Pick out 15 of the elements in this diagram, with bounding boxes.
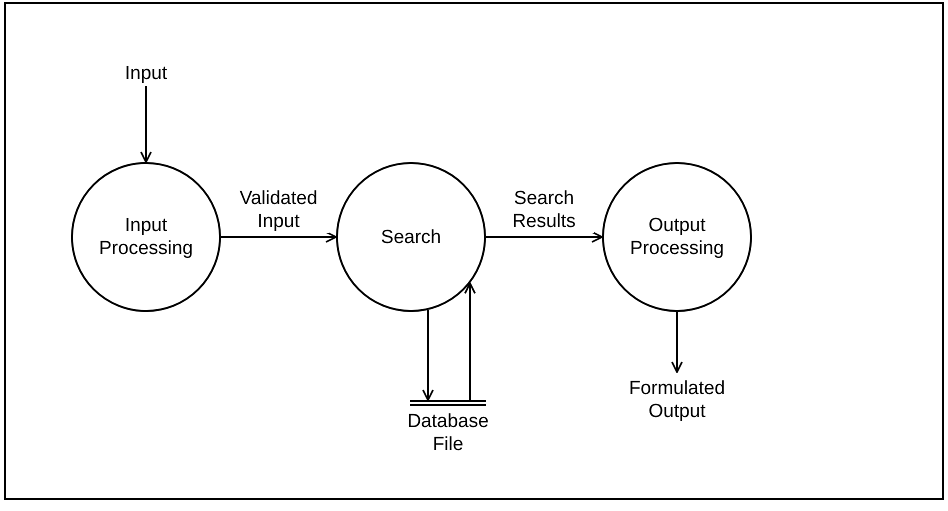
node-label: Formulated Output xyxy=(628,377,726,423)
process-circle xyxy=(602,162,752,312)
process-circle xyxy=(336,162,486,312)
node-label: Output Processing xyxy=(629,214,725,260)
node-label: Database File xyxy=(407,410,489,456)
node-label: Input Processing xyxy=(98,214,194,260)
arrow xyxy=(464,282,476,400)
arrow xyxy=(422,310,434,401)
arrow xyxy=(221,231,337,243)
process-circle xyxy=(71,162,221,312)
arrow xyxy=(486,231,603,243)
node-label: Input xyxy=(124,62,168,84)
arrow xyxy=(140,86,152,163)
arrow xyxy=(671,312,683,373)
node-label: Search xyxy=(380,226,442,248)
